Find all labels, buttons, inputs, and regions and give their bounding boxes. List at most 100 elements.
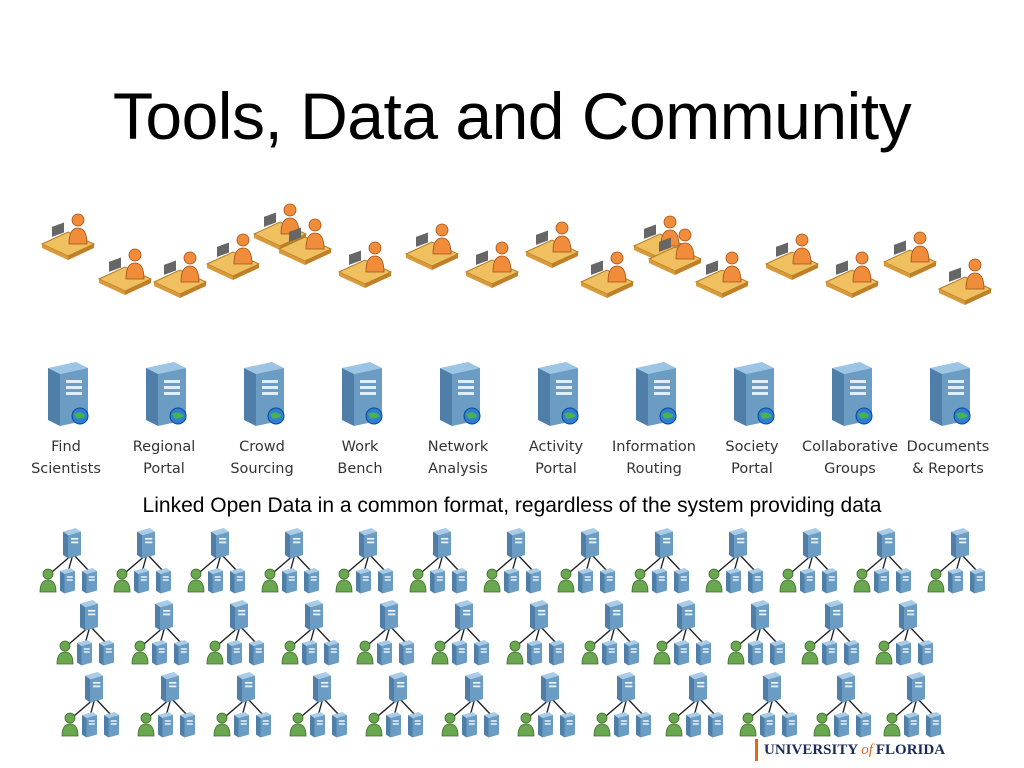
portal-label-line2: Scientists <box>31 461 101 477</box>
portal-label-line1: Regional <box>132 439 196 455</box>
portal-item: Crowd Sourcing <box>212 360 312 480</box>
person-at-desk-icon <box>692 248 752 304</box>
portal-label-line2: Portal <box>731 461 773 477</box>
portal-item: Regional Portal <box>114 360 214 480</box>
server-icon <box>428 360 488 430</box>
network-node-icon <box>874 600 940 668</box>
network-node-icon <box>38 528 104 596</box>
portal-label-line1: Documents <box>906 439 990 455</box>
server-icon <box>36 360 96 430</box>
network-node-icon <box>652 600 718 668</box>
network-node-icon <box>288 672 354 740</box>
person-at-desk-icon <box>645 225 705 281</box>
logo-of: of <box>861 741 873 758</box>
portal-item: Society Portal <box>702 360 802 480</box>
network-node-icon <box>592 672 658 740</box>
person-at-desk-icon <box>935 255 995 311</box>
network-node-icon <box>738 672 804 740</box>
network-node-icon <box>505 600 571 668</box>
server-icon <box>820 360 880 430</box>
person-at-desk-icon <box>38 210 98 266</box>
person-at-desk-icon <box>577 248 637 304</box>
network-node-icon <box>130 600 196 668</box>
network-node-icon <box>926 528 992 596</box>
network-node-icon <box>440 672 506 740</box>
person-at-desk-icon <box>822 248 882 304</box>
server-icon <box>918 360 978 430</box>
portal-label-line1: Network <box>427 439 489 455</box>
portal-item: Network Analysis <box>408 360 508 480</box>
community-people <box>0 195 1024 315</box>
server-icon <box>134 360 194 430</box>
portal-label: Activity Portal <box>506 436 606 480</box>
portal-label-line2: Portal <box>535 461 577 477</box>
portal-item: Find Scientists <box>16 360 116 480</box>
portal-label-line2: Groups <box>824 461 876 477</box>
portal-label: Find Scientists <box>16 436 116 480</box>
person-at-desk-icon <box>402 220 462 276</box>
network-node-icon <box>280 600 346 668</box>
portal-servers: Find Scientists Regional Portal Crowd So… <box>0 360 1024 485</box>
person-at-desk-icon <box>335 238 395 294</box>
network-node-icon <box>408 528 474 596</box>
network-node-icon <box>60 672 126 740</box>
portal-label-line2: Routing <box>626 461 682 477</box>
network-node-icon <box>664 672 730 740</box>
portal-label: Work Bench <box>310 436 410 480</box>
person-at-desk-icon <box>203 230 263 286</box>
portal-item: Work Bench <box>310 360 410 480</box>
network-node-icon <box>726 600 792 668</box>
person-at-desk-icon <box>275 215 335 271</box>
portal-item: Information Routing <box>604 360 704 480</box>
portal-label-line1: Collaborative <box>801 439 899 455</box>
person-at-desk-icon <box>880 228 940 284</box>
portal-label-line1: Work <box>341 439 379 455</box>
server-icon <box>624 360 684 430</box>
server-icon <box>526 360 586 430</box>
portal-label: Collaborative Groups <box>800 436 900 480</box>
network-node-icon <box>136 672 202 740</box>
portal-label: Regional Portal <box>114 436 214 480</box>
logo-university: UNIVERSITY <box>764 741 859 758</box>
network-node-icon <box>334 528 400 596</box>
server-icon <box>330 360 390 430</box>
portal-label: Information Routing <box>604 436 704 480</box>
person-at-desk-icon <box>95 245 155 301</box>
person-at-desk-icon <box>150 248 210 304</box>
portal-item: Documents & Reports <box>898 360 998 480</box>
logo-florida: FLORIDA <box>875 741 946 758</box>
network-node-icon <box>112 528 178 596</box>
portal-label-line2: Portal <box>143 461 185 477</box>
person-at-desk-icon <box>522 218 582 274</box>
network-node-icon <box>430 600 496 668</box>
portal-label-line1: Crowd <box>239 439 285 455</box>
network-node-icon <box>55 600 121 668</box>
portal-label-line1: Find <box>51 439 81 455</box>
portal-item: Activity Portal <box>506 360 606 480</box>
network-node-icon <box>186 528 252 596</box>
network-node-icon <box>882 672 948 740</box>
person-at-desk-icon <box>762 230 822 286</box>
network-node-icon <box>482 528 548 596</box>
portal-label-line1: Information <box>612 439 696 455</box>
network-node-icon <box>704 528 770 596</box>
data-network <box>0 528 1024 738</box>
network-node-icon <box>364 672 430 740</box>
portal-label: Crowd Sourcing <box>212 436 312 480</box>
network-node-icon <box>852 528 918 596</box>
portal-label-line1: Activity <box>528 439 584 455</box>
network-node-icon <box>212 672 278 740</box>
network-node-icon <box>630 528 696 596</box>
network-node-icon <box>205 600 271 668</box>
network-node-icon <box>556 528 622 596</box>
portal-label-line2: Bench <box>337 461 383 477</box>
network-node-icon <box>812 672 878 740</box>
portal-label-line2: Analysis <box>428 461 488 477</box>
network-node-icon <box>580 600 646 668</box>
network-node-icon <box>516 672 582 740</box>
university-logo: UNIVERSITY of FLORIDA <box>755 736 945 764</box>
portal-label: Society Portal <box>702 436 802 480</box>
slide-title: Tools, Data and Community <box>112 79 912 153</box>
network-node-icon <box>355 600 421 668</box>
portal-label: Documents & Reports <box>898 436 998 480</box>
